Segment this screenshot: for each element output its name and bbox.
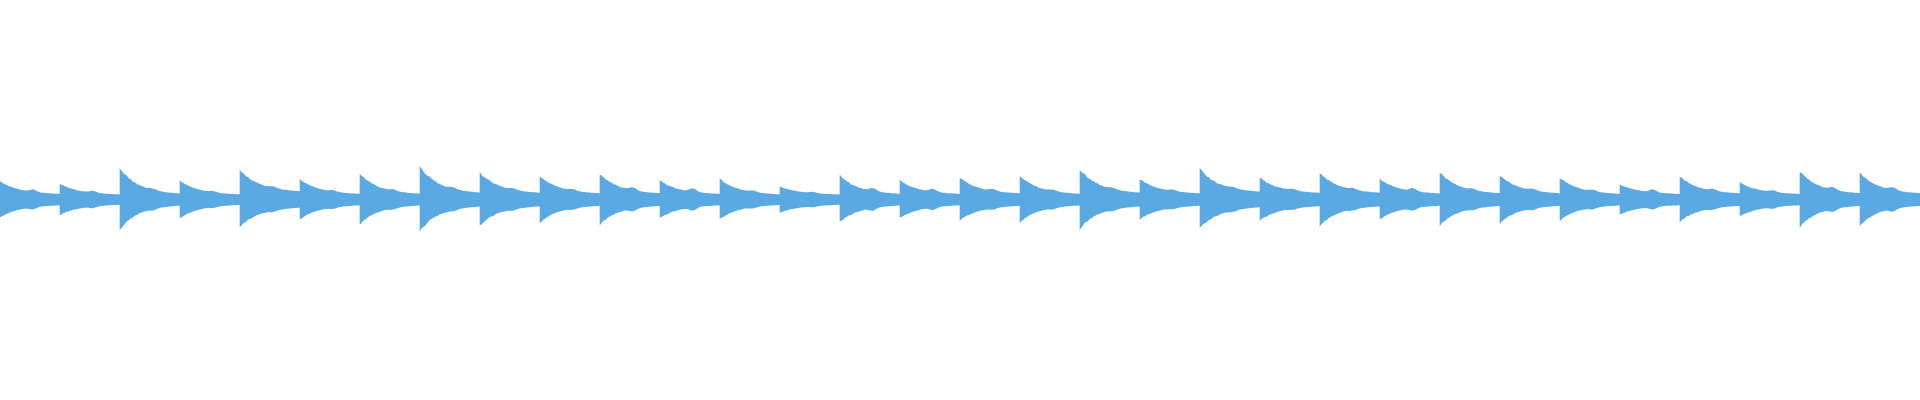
waveform-beat [1199,167,1261,228]
waveform-beat [0,181,61,218]
waveform-beat [239,169,301,227]
waveform-beat [599,174,661,226]
waveform-beat [1319,173,1381,227]
waveform-beat [779,186,841,213]
waveform-segments [0,166,1920,232]
waveform-beat [839,174,901,222]
waveform-beat [959,178,1021,222]
waveform-beat [1679,177,1741,223]
waveform-beat [1559,178,1621,222]
waveform-beat [179,180,241,219]
waveform-beat [719,178,781,219]
waveform-beat [1379,178,1441,219]
waveform-beat [1139,179,1201,220]
waveform-beat [1619,184,1681,215]
waveform-beat [659,179,721,218]
waveform-beat [1079,170,1141,231]
waveform-beat [419,166,481,232]
waveform-beat [1739,181,1801,216]
waveform-beat [359,173,421,225]
waveform-beat [299,178,361,220]
waveform-beat [1259,177,1321,221]
waveform-beat [479,171,541,226]
waveform-beat [59,183,121,216]
waveform-beat [1859,172,1920,226]
waveform-beat [899,179,961,218]
waveform-beat [1499,176,1561,225]
waveform-beat [1019,176,1081,223]
waveform-beat [119,168,181,231]
waveform-beat [539,176,601,224]
waveform-beat [1439,173,1501,226]
waveform-beat [1799,172,1861,229]
